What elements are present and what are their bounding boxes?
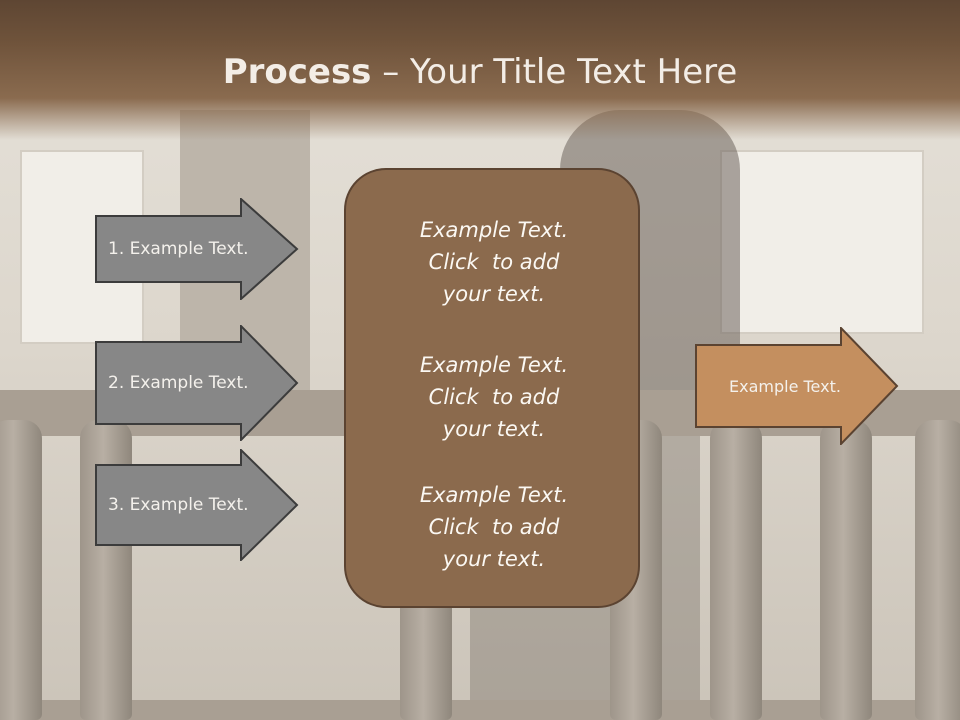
step-arrow-1[interactable]: 1. Example Text.: [95, 198, 299, 300]
center-line: your text.: [442, 547, 546, 571]
background-baluster: [0, 420, 42, 720]
center-line: your text.: [442, 282, 546, 306]
title-bold-word: Process: [222, 52, 372, 92]
center-line: Click to add: [428, 515, 560, 539]
center-text-box[interactable]: Example Text. Click to add your text. Ex…: [344, 168, 640, 608]
background-window: [720, 150, 924, 334]
center-text-block-2: Example Text. Click to add your text.: [346, 349, 642, 445]
title-rest: – Your Title Text Here: [371, 52, 738, 92]
center-text-block-3: Example Text. Click to add your text.: [346, 479, 642, 575]
step-arrow-3[interactable]: 3. Example Text.: [95, 449, 299, 561]
center-line: Click to add: [428, 250, 560, 274]
result-arrow[interactable]: Example Text.: [695, 327, 899, 445]
slide-title[interactable]: Process – Your Title Text Here: [0, 52, 960, 92]
background-baluster: [915, 420, 960, 720]
right-arrow-shape-icon: [95, 198, 299, 300]
step-label: 3. Example Text.: [108, 495, 249, 515]
background-baluster: [820, 420, 872, 720]
step-label: 2. Example Text.: [108, 373, 249, 393]
center-line: Example Text.: [419, 218, 569, 242]
right-arrow-shape-icon: [95, 325, 299, 441]
right-arrow-shape-icon: [695, 327, 899, 445]
center-line: Example Text.: [419, 353, 569, 377]
result-label: Example Text.: [729, 376, 841, 396]
right-arrow-shape-icon: [95, 449, 299, 561]
center-line: your text.: [442, 417, 546, 441]
background-baluster: [710, 420, 762, 720]
center-line: Example Text.: [419, 483, 569, 507]
step-arrow-2[interactable]: 2. Example Text.: [95, 325, 299, 441]
step-label: 1. Example Text.: [108, 239, 249, 259]
background-railing-base: [0, 700, 960, 720]
center-text-block-1: Example Text. Click to add your text.: [346, 214, 642, 310]
center-line: Click to add: [428, 385, 560, 409]
title-bar: [0, 0, 960, 140]
